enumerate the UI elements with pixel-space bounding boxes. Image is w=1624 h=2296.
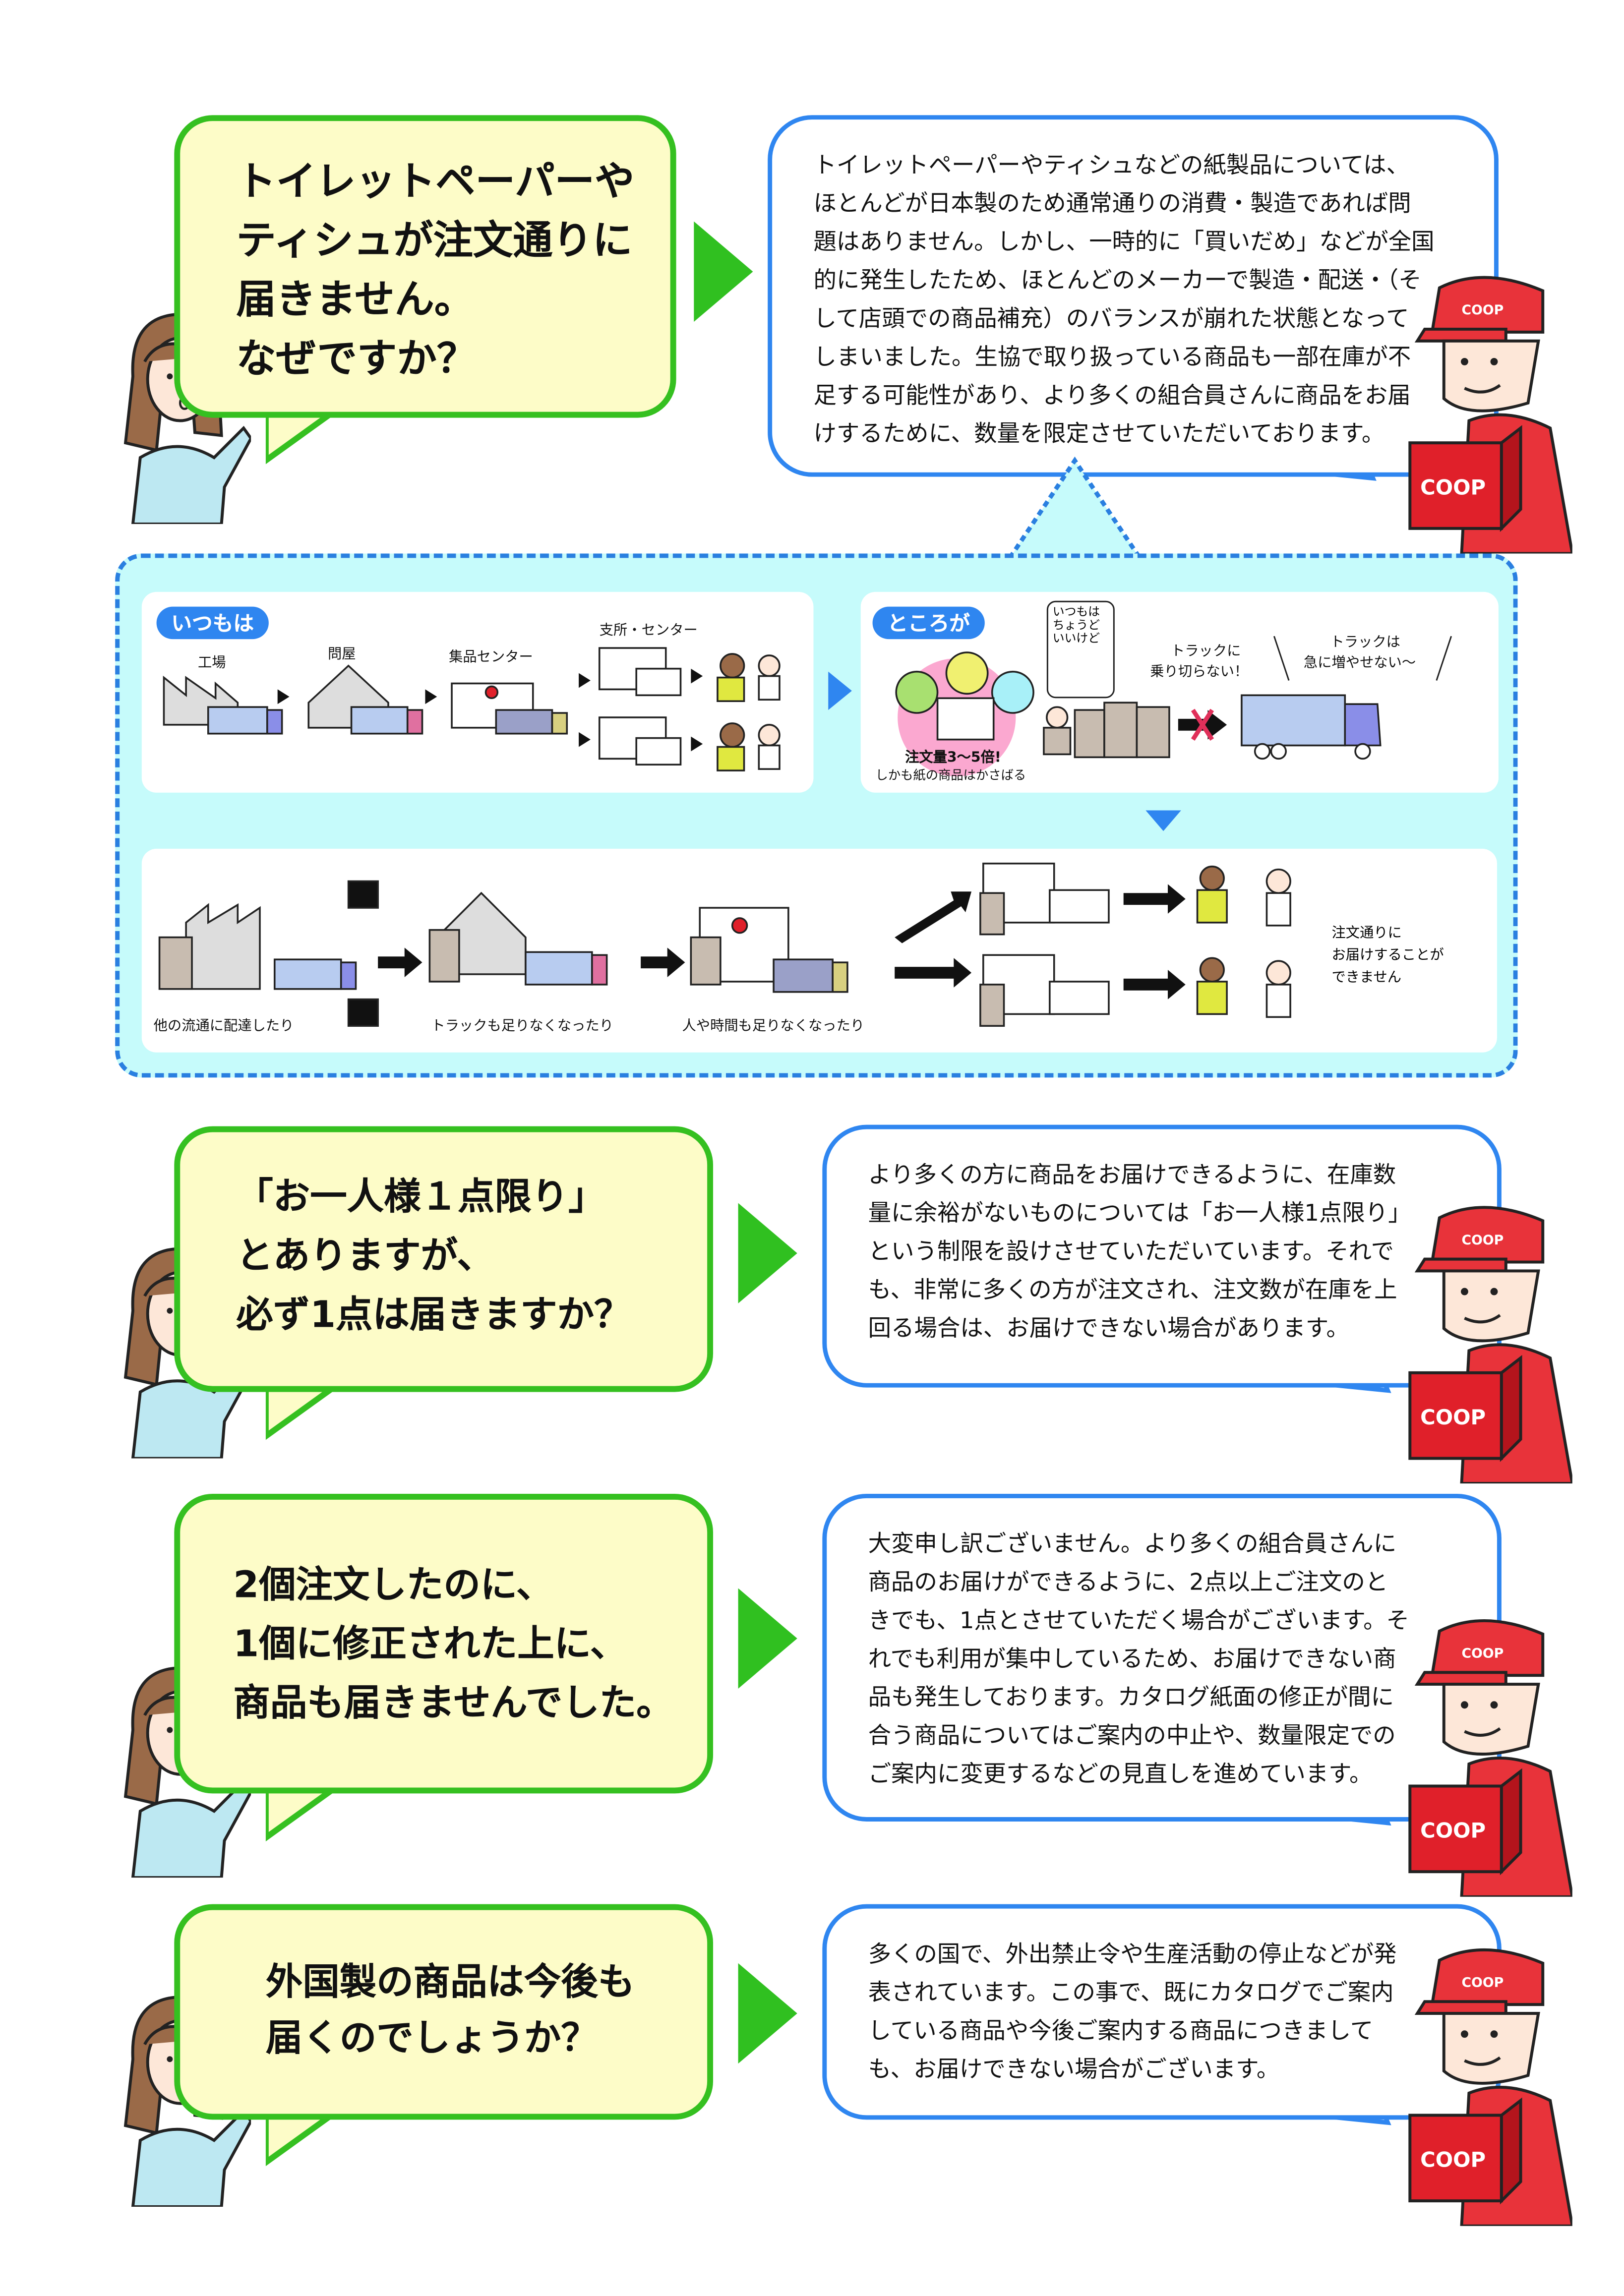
delivery-man-icon: COOP COOP [1408, 1619, 1574, 1898]
question-line: ティシュが注文通りに [236, 218, 633, 264]
truck-more-label-2: 急に増やせない〜 [1303, 655, 1416, 672]
question-line: 1個に修正された上に、 [233, 1622, 627, 1665]
however-badge: ところが [872, 606, 985, 640]
people-short-label: 人や時間も足りなくなったり [682, 1018, 865, 1035]
question-bubble: トイレットペーパーやティシュが注文通りに届きません。なぜですか？ [174, 115, 676, 418]
delivery-man-icon: COOP COOP [1408, 276, 1574, 555]
green-arrow-icon [738, 1588, 797, 1689]
answer-line: 商品のお届けができるように、2点以上ご注文のと [868, 1569, 1388, 1596]
answer-bubble: より多くの方に商品をお届けできるように、在庫数量に余裕がないものについては「お一… [822, 1124, 1502, 1388]
result-illustration [158, 862, 1291, 1027]
svg-text:COOP: COOP [1461, 1975, 1504, 1990]
question-line: 商品も届きませんでした。 [233, 1681, 673, 1724]
answer-line: きでも、1点とさせていただく場合がございます。そ [868, 1607, 1409, 1634]
cannot-line: できません [1331, 970, 1402, 986]
factory-label: 工場 [197, 655, 226, 672]
coop-delivery-man: COOP COOP [1402, 273, 1574, 560]
question-line: 2個注文したのに、 [233, 1563, 553, 1606]
answer-line: 的に発生したため、ほとんどのメーカーで製造・配送・（そ [813, 267, 1422, 294]
supply-chain-diagram: いつもは 工場 問屋 集品センター 支所・センター ところが [115, 553, 1518, 1078]
cannot-line: お届けすることが [1331, 947, 1444, 964]
answer-line: れでも利用が集中しているため、お届けできない商 [868, 1646, 1396, 1673]
wholesaler-label: 問屋 [327, 647, 356, 663]
answer-bubble: 大変申し訳ございません。より多くの組合員さんに商品のお届けができるように、2点以… [822, 1493, 1502, 1822]
answer-line: も、非常に多くの方が注文され、注文数が在庫を上 [868, 1277, 1397, 1303]
svg-text:COOP: COOP [1420, 2148, 1486, 2172]
answer-line: ほとんどが日本製のため通常通りの消費・製造であれば問 [813, 190, 1411, 217]
answer-bubble: トイレットペーパーやティシュなどの紙製品については、ほとんどが日本製のため通常通… [768, 115, 1499, 477]
answer-line: 品も発生しております。カタログ紙面の修正が間に [868, 1684, 1394, 1711]
svg-text:COOP: COOP [1461, 1233, 1504, 1248]
question-line: 「お一人様１点限り」 [236, 1175, 605, 1218]
collection-center-label: 集品センター [449, 649, 533, 666]
answer-line: 多くの国で、外出禁止令や生産活動の停止などが発 [868, 1941, 1397, 1968]
question-bubble: 「お一人様１点限り」とありますが、必ず1点は届きますか？ [174, 1126, 714, 1392]
svg-text:COOP: COOP [1420, 475, 1486, 499]
answer-line: けするために、数量を限定させていただいております。 [813, 420, 1385, 448]
answer-line: している商品や今後ご案内する商品につきまして [868, 2017, 1374, 2045]
bulky-label: しかも紙の商品はかさばる [875, 769, 1026, 784]
cannot-line: 注文通りに [1331, 925, 1402, 942]
answer-bubble: 多くの国で、外出禁止令や生産活動の停止などが発表されています。この事で、既にカタ… [822, 1904, 1502, 2120]
answer-line: しまいました。生協で取り扱っている商品も一部在庫が不 [813, 344, 1411, 371]
answer-line: トイレットペーパーやティシュなどの紙製品については、 [813, 152, 1410, 179]
answer-line: より多くの方に商品をお届けできるように、在庫数 [868, 1162, 1396, 1188]
trucks-short-label: トラックも足りなくなったり [431, 1018, 614, 1035]
speech-line: いつもは [1052, 605, 1100, 619]
speech-line: ちょうど [1052, 618, 1100, 632]
delivery-man-icon: COOP COOP [1408, 1206, 1574, 1485]
answer-line: 量に余裕がないものについては「お一人様1点限り」 [868, 1200, 1411, 1227]
right-arrow-icon [828, 671, 852, 710]
answer-line: して店頭での商品補充）のバランスが崩れた状態となって [813, 305, 1409, 332]
result-panel: 他の流通に配達したり トラックも足りなくなったり 人や時間も足りなくなったり 注… [141, 848, 1497, 1053]
however-panel: ところが いつもは ちょうど いいけど トラックに 乗り切らない！ トラックは … [860, 591, 1499, 793]
delivery-man-icon: COOP COOP [1408, 1948, 1574, 2228]
truck-full-label: トラックに [1170, 644, 1241, 660]
question-line: なぜですか？ [236, 336, 477, 383]
coop-delivery-man: COOP COOP [1402, 1203, 1574, 1489]
usual-flow-panel: いつもは 工場 問屋 集品センター 支所・センター [141, 591, 814, 793]
answer-line: ご案内に変更するなどの見直しを進めています。 [868, 1761, 1373, 1788]
truck-full-label-2: 乗り切らない！ [1150, 664, 1249, 681]
branch-label: 支所・センター [599, 623, 698, 640]
answer-line: 大変申し訳ございません。より多くの組合員さんに [868, 1531, 1397, 1558]
question-line: 外国製の商品は今後も [265, 1960, 635, 2003]
other-distribution-label: 他の流通に配達したり [153, 1018, 294, 1035]
usual-flow-illustration [163, 647, 781, 771]
answer-line: 表されています。この事で、既にカタログでご案内 [868, 1979, 1394, 2006]
coop-delivery-man: COOP COOP [1402, 1616, 1574, 1903]
coop-delivery-man: COOP COOP [1402, 1945, 1574, 2232]
svg-text:COOP: COOP [1461, 302, 1504, 318]
question-line: 必ず1点は届きますか？ [236, 1293, 631, 1336]
svg-text:COOP: COOP [1420, 1819, 1486, 1843]
question-line: とありますが、 [236, 1234, 494, 1277]
answer-line: 合う商品についてはご案内の中止や、数量限定での [868, 1722, 1396, 1750]
question-line: 届くのでしょうか？ [265, 2016, 598, 2060]
question-line: トイレットペーパーや [236, 159, 635, 205]
green-arrow-icon [694, 221, 753, 322]
speech-bubble: いつもは ちょうど いいけど [1046, 600, 1115, 699]
question-bubble: 外国製の商品は今後も届くのでしょうか？ [174, 1904, 714, 2120]
down-arrow-icon [1145, 810, 1181, 831]
speech-line: いいけど [1052, 632, 1100, 646]
question-bubble: 2個注文したのに、 1個に修正された上に、商品も届きませんでした。 [174, 1493, 714, 1794]
answer-line: も、お届けできない場合がございます。 [868, 2056, 1280, 2083]
svg-text:COOP: COOP [1461, 1646, 1504, 1661]
answer-line: 題はありません。しかし、一時的に「買いだめ」などが全国 [813, 229, 1435, 256]
cannot-deliver-label: 注文通りに お届けすることが できません [1331, 923, 1444, 989]
green-arrow-icon [738, 1963, 797, 2064]
answer-line: 回る場合は、お届けできない場合があります。 [868, 1315, 1349, 1342]
answer-line: 足する可能性があり、より多くの組合員さんに商品をお届 [813, 382, 1411, 409]
orders-label: 注文量3〜5倍! [905, 750, 1001, 766]
answer-to-diagram-connector [1008, 456, 1142, 559]
truck-more-label: トラックは [1330, 635, 1400, 651]
answer-line: という制限を設けさせていただいています。それで [868, 1238, 1394, 1265]
usual-badge: いつもは [156, 606, 269, 640]
svg-text:COOP: COOP [1420, 1405, 1486, 1429]
question-line: 届きません。 [236, 277, 475, 324]
green-arrow-icon [738, 1203, 797, 1303]
however-illustration [895, 636, 1452, 777]
